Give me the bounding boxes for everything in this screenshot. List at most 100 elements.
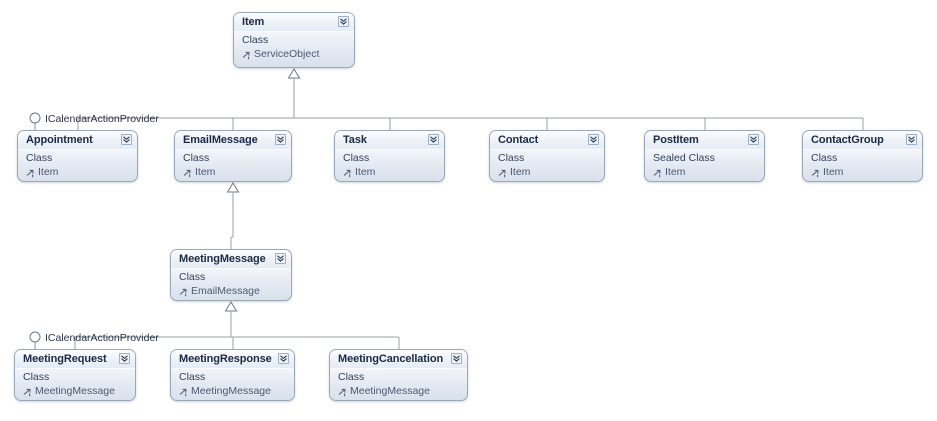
class-kind-label: Class [498, 152, 525, 164]
base-class-row: MeetingMessage [338, 384, 459, 398]
class-name: MeetingResponse [179, 353, 272, 365]
base-class-row: EmailMessage [179, 284, 283, 298]
chevron-double-down-icon[interactable] [119, 353, 130, 364]
class-node-header: PostItem [645, 131, 764, 150]
chevron-double-down-icon[interactable] [588, 134, 599, 145]
chevron-double-down-icon[interactable] [906, 134, 917, 145]
base-class-name: ServiceObject [254, 48, 320, 60]
class-kind-label: Class [338, 371, 365, 383]
base-class-name: EmailMessage [191, 285, 260, 297]
class-name: MeetingMessage [179, 253, 266, 265]
class-node-header: EmailMessage [175, 131, 291, 150]
inheritance-arrow-icon [498, 168, 507, 177]
inheritance-arrow-icon [653, 168, 662, 177]
lollipop-icon[interactable] [29, 331, 41, 343]
chevron-double-down-icon[interactable] [121, 134, 132, 145]
inheritance-arrow-icon [811, 168, 820, 177]
interface-label: ICalendarActionProvider [45, 113, 159, 125]
class-node-header: Contact [490, 131, 604, 150]
base-class-name: Item [823, 166, 844, 178]
class-node-header: Task [335, 131, 444, 150]
class-kind-label: Class [179, 271, 206, 283]
class-node-header: ContactGroup [803, 131, 922, 150]
base-class-name: MeetingMessage [191, 385, 271, 397]
chevron-double-down-icon[interactable] [451, 353, 462, 364]
class-name: Item [242, 16, 265, 28]
class-kind-label: Class [811, 152, 838, 164]
base-class-row: ServiceObject [242, 47, 346, 61]
class-name: MeetingRequest [23, 353, 107, 365]
class-node-header: Item [234, 13, 354, 32]
class-node-header: Appointment [18, 131, 137, 150]
class-node-header: MeetingCancellation [330, 350, 467, 369]
chevron-double-down-icon[interactable] [275, 134, 286, 145]
chevron-double-down-icon[interactable] [748, 134, 759, 145]
base-class-name: Item [665, 166, 686, 178]
inheritance-arrowhead [224, 301, 238, 312]
class-kind-label: Class [183, 152, 210, 164]
class-kind-label: Class [242, 34, 269, 46]
base-class-row: MeetingMessage [179, 384, 286, 398]
inheritance-arrow-icon [183, 168, 192, 177]
class-node-header: MeetingResponse [171, 350, 294, 369]
base-class-row: Item [811, 165, 914, 179]
base-class-name: Item [38, 166, 59, 178]
class-kind-label: Class [23, 371, 50, 383]
inheritance-arrow-icon [242, 50, 251, 59]
base-class-row: Item [183, 165, 283, 179]
chevron-double-down-icon[interactable] [275, 253, 286, 264]
inheritance-arrow-icon [26, 168, 35, 177]
inheritance-arrow-icon [23, 387, 32, 396]
class-kind-label: Class [179, 371, 206, 383]
class-name: ContactGroup [811, 134, 884, 146]
class-kind-label: Class [26, 152, 53, 164]
base-class-name: MeetingMessage [350, 385, 430, 397]
inheritance-arrow-icon [179, 287, 188, 296]
class-name: Appointment [26, 134, 93, 146]
base-class-name: MeetingMessage [35, 385, 115, 397]
inheritance-arrow-icon [343, 168, 352, 177]
base-class-name: Item [195, 166, 216, 178]
class-name: Task [343, 134, 367, 146]
inheritance-arrow-icon [338, 387, 347, 396]
class-node-header: MeetingRequest [15, 350, 135, 369]
chevron-double-down-icon[interactable] [428, 134, 439, 145]
class-name: MeetingCancellation [338, 353, 444, 365]
base-class-row: Item [653, 165, 756, 179]
class-kind-label: Class [343, 152, 370, 164]
inheritance-arrow-icon [179, 387, 188, 396]
base-class-name: Item [510, 166, 531, 178]
inheritance-arrowhead [226, 182, 240, 193]
chevron-double-down-icon[interactable] [278, 353, 289, 364]
base-class-row: Item [26, 165, 129, 179]
base-class-name: Item [355, 166, 376, 178]
chevron-double-down-icon[interactable] [338, 16, 349, 27]
class-name: EmailMessage [183, 134, 258, 146]
base-class-row: Item [343, 165, 436, 179]
inheritance-arrowhead [287, 68, 301, 79]
base-class-row: MeetingMessage [23, 384, 127, 398]
lollipop-icon[interactable] [29, 112, 41, 124]
